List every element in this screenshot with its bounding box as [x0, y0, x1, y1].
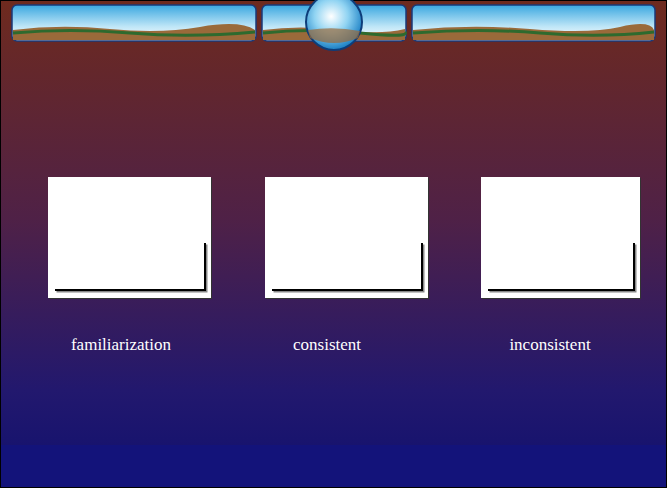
banner	[12, 0, 655, 50]
stage-box	[48, 177, 211, 298]
floor-wall	[481, 177, 640, 298]
stage-box	[481, 177, 640, 298]
floor-wall	[265, 177, 428, 298]
condition-label: consistent	[293, 335, 361, 355]
stage-box	[265, 177, 428, 298]
condition-label: familiarization	[71, 335, 171, 355]
stimulus-panel: familiarization	[48, 177, 211, 298]
condition-label: inconsistent	[509, 335, 590, 355]
floor-wall	[48, 177, 211, 298]
stimulus-panel: consistent	[265, 177, 428, 298]
stimulus-panel: inconsistent	[481, 177, 640, 298]
